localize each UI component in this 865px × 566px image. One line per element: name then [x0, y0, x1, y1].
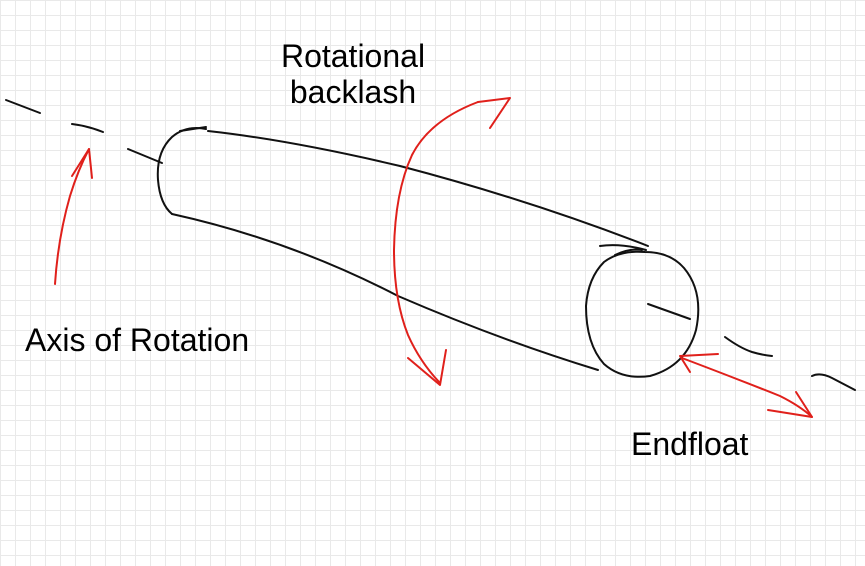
rotation-axis-line: [5, 99, 856, 391]
axis-of-rotation-label: Axis of Rotation: [25, 322, 250, 358]
endfloat-arrow: [679, 353, 813, 418]
shaft-end-face: [585, 248, 700, 378]
axis-pointer-arrow: [54, 148, 93, 285]
rotational-backlash-label: Rotational backlash: [258, 38, 448, 110]
rotational-backlash-label-line1: Rotational: [280, 38, 426, 74]
rotational-backlash-label-line2: backlash: [289, 74, 417, 110]
endfloat-label: Endfloat: [631, 426, 749, 462]
rotational-backlash-arrow: [393, 97, 511, 386]
